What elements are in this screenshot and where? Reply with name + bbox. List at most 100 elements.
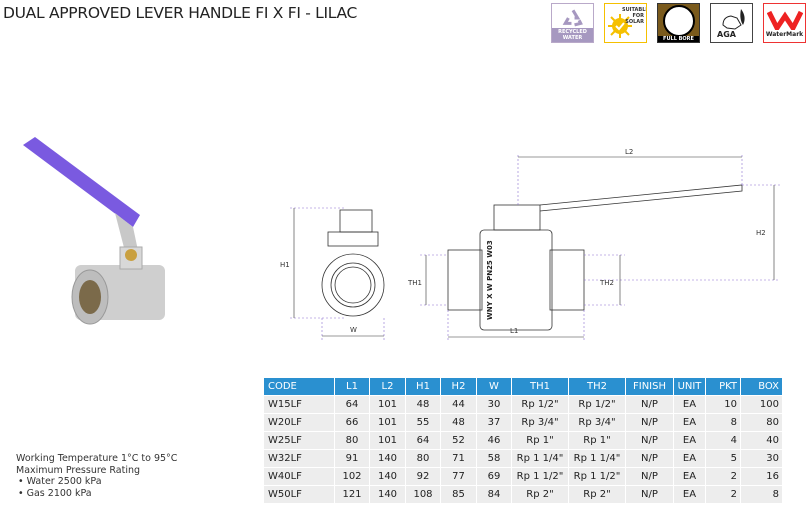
body-marking: WNY X W PN25 W03 xyxy=(486,240,494,320)
cell-th1: Rp 2" xyxy=(512,486,568,503)
cell-box: 16 xyxy=(741,468,782,485)
column-header-box: BOX xyxy=(741,378,782,395)
cell-box: 100 xyxy=(741,396,782,413)
column-header-pkt: PKT xyxy=(706,378,740,395)
product-photo xyxy=(23,137,165,325)
cell-l1: 64 xyxy=(335,396,369,413)
cell-unit: EA xyxy=(674,486,705,503)
cell-w: 46 xyxy=(477,432,511,449)
cell-l2: 101 xyxy=(370,396,405,413)
cell-th1: Rp 1 1/4" xyxy=(512,450,568,467)
cell-pkt: 5 xyxy=(706,450,740,467)
cell-box: 8 xyxy=(741,486,782,503)
h1-label: H1 xyxy=(280,261,290,269)
certification-badges: RECYCLED WATER SUITABLE FOR SOLAR FULL B… xyxy=(551,3,806,43)
cell-l2: 140 xyxy=(370,450,405,467)
watermark-w-icon xyxy=(766,10,803,30)
cell-h2: 85 xyxy=(441,486,476,503)
column-header-th1: TH1 xyxy=(512,378,568,395)
cell-code: W20LF xyxy=(264,414,334,431)
column-header-code: CODE xyxy=(264,378,334,395)
cell-th2: Rp 1" xyxy=(569,432,625,449)
cell-l1: 121 xyxy=(335,486,369,503)
cell-th1: Rp 1 1/2" xyxy=(512,468,568,485)
cell-unit: EA xyxy=(674,468,705,485)
cell-h1: 108 xyxy=(406,486,440,503)
column-header-finish: FINISH xyxy=(626,378,673,395)
cell-th1: Rp 1" xyxy=(512,432,568,449)
cell-h2: 52 xyxy=(441,432,476,449)
cell-unit: EA xyxy=(674,414,705,431)
cell-th2: Rp 1 1/4" xyxy=(569,450,625,467)
cell-w: 58 xyxy=(477,450,511,467)
th2-label: TH2 xyxy=(599,279,614,287)
cell-w: 30 xyxy=(477,396,511,413)
cell-w: 69 xyxy=(477,468,511,485)
cell-pkt: 10 xyxy=(706,396,740,413)
cell-code: W15LF xyxy=(264,396,334,413)
cell-box: 30 xyxy=(741,450,782,467)
cell-box: 40 xyxy=(741,432,782,449)
cell-finish: N/P xyxy=(626,468,673,485)
cell-l1: 80 xyxy=(335,432,369,449)
l2-label: L2 xyxy=(625,148,633,156)
cell-th2: Rp 3/4" xyxy=(569,414,625,431)
cell-finish: N/P xyxy=(626,486,673,503)
cell-l1: 91 xyxy=(335,450,369,467)
cell-finish: N/P xyxy=(626,450,673,467)
side-view-drawing: H1 W xyxy=(280,207,385,340)
cell-h2: 71 xyxy=(441,450,476,467)
cell-unit: EA xyxy=(674,450,705,467)
gas-pressure: • Gas 2100 kPa xyxy=(18,487,92,499)
cell-unit: EA xyxy=(674,396,705,413)
cell-l1: 66 xyxy=(335,414,369,431)
cell-th2: Rp 1/2" xyxy=(569,396,625,413)
cell-box: 80 xyxy=(741,414,782,431)
cell-h1: 64 xyxy=(406,432,440,449)
h2-label: H2 xyxy=(756,229,766,237)
australia-flame-icon xyxy=(722,9,745,30)
column-header-l2: L2 xyxy=(370,378,405,395)
cell-pkt: 2 xyxy=(706,486,740,503)
cell-l2: 101 xyxy=(370,432,405,449)
cell-finish: N/P xyxy=(626,432,673,449)
cell-code: W32LF xyxy=(264,450,334,467)
front-view-drawing: WNY X W PN25 W03 L2 H2 TH1 TH2 L1 xyxy=(407,148,780,340)
bore-icon xyxy=(662,5,695,37)
cell-th1: Rp 3/4" xyxy=(512,414,568,431)
cell-pkt: 2 xyxy=(706,468,740,485)
cell-code: W25LF xyxy=(264,432,334,449)
cell-finish: N/P xyxy=(626,396,673,413)
cell-unit: EA xyxy=(674,432,705,449)
recycled-water-badge: RECYCLED WATER xyxy=(551,3,594,43)
cell-finish: N/P xyxy=(626,414,673,431)
th1-label: TH1 xyxy=(407,279,422,287)
cell-code: W40LF xyxy=(264,468,334,485)
cell-h1: 92 xyxy=(406,468,440,485)
column-header-th2: TH2 xyxy=(569,378,625,395)
cell-th1: Rp 1/2" xyxy=(512,396,568,413)
lilac-lever-handle xyxy=(23,137,140,227)
cell-l2: 101 xyxy=(370,414,405,431)
page-title: DUAL APPROVED LEVER HANDLE FI X FI - LIL… xyxy=(3,4,358,22)
l1-label: L1 xyxy=(510,327,518,335)
column-header-h1: H1 xyxy=(406,378,440,395)
water-pressure: • Water 2500 kPa xyxy=(18,476,102,487)
pressure-rating-heading: Maximum Pressure Rating xyxy=(16,464,141,476)
cell-l2: 140 xyxy=(370,468,405,485)
aga-badge: AGA xyxy=(710,3,753,43)
recycle-icon xyxy=(562,9,583,27)
solar-badge: SUITABLE FOR SOLAR xyxy=(604,3,647,43)
specifications: Working Temperature 1°C to 95°C Maximum … xyxy=(16,453,177,499)
watermark-badge: WaterMark xyxy=(763,3,806,43)
cell-l1: 102 xyxy=(335,468,369,485)
cell-h2: 77 xyxy=(441,468,476,485)
cell-th2: Rp 1 1/2" xyxy=(569,468,625,485)
